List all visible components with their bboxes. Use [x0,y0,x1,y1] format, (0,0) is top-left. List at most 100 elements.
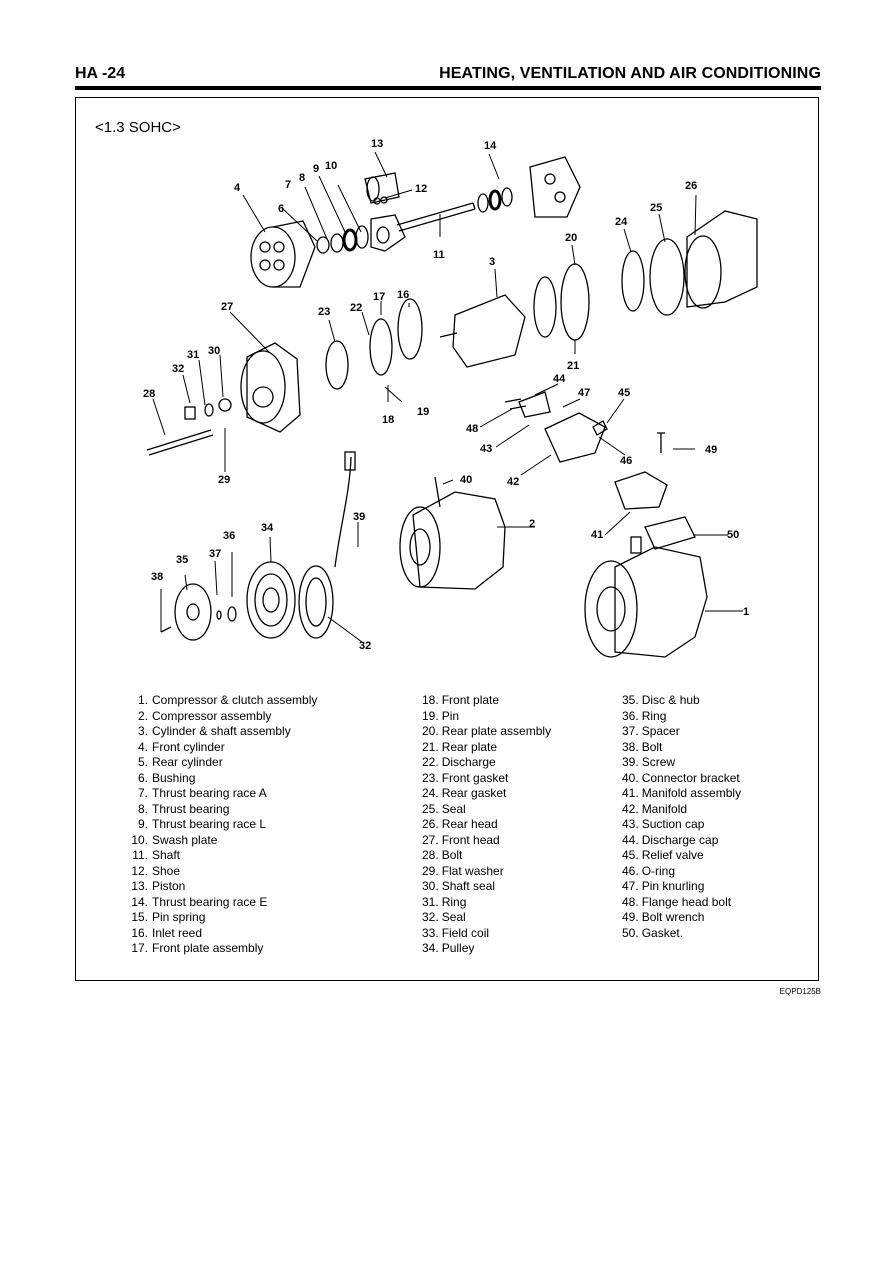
parts-list-item: 2.Compressor assembly [137,708,272,723]
parts-list-column-1: 1.Compressor & clutch assembly 2.Compres… [126,693,317,957]
parts-list-item: 1.Compressor & clutch assembly [137,693,318,707]
callout-46: 46 [620,455,632,467]
callout-32-upper: 32 [172,363,184,375]
callout-40: 40 [460,474,472,486]
section-title: HEATING, VENTILATION AND AIR CONDITIONIN… [439,65,821,82]
callout-39: 39 [353,511,365,523]
page-header: HA -24 HEATING, VENTILATION AND AIR COND… [75,62,821,88]
callout-4: 4 [234,182,241,194]
callout-45: 45 [618,387,630,399]
parts-list-item: 50.Gasket. [622,925,684,940]
callout-47: 47 [578,387,590,399]
parts-list-item: 35.Disc & hub [622,693,700,707]
callout-6: 6 [278,203,284,215]
callout-29: 29 [218,474,230,486]
parts-list-item: 48.Flange head bolt [622,894,732,909]
callout-50: 50 [727,529,739,541]
parts-list-item: 42.Manifold [622,801,688,816]
image-code: EQPD125B [779,987,821,996]
parts-list-item: 8.Thrust bearing [137,801,230,816]
callout-3: 3 [489,256,495,268]
header-rule [75,86,821,90]
parts-list-item: 44.Discharge cap [622,832,719,847]
parts-list-item: 23.Front gasket [422,770,509,785]
callout-34: 34 [261,522,274,534]
parts-list-item: 15.Pin spring [131,910,206,924]
callout-35: 35 [176,554,188,566]
parts-list-item: 40.Connector bracket [622,770,740,785]
parts-list-item: 27.Front head [422,832,500,847]
callout-21: 21 [567,360,579,372]
parts-list-item: 32.Seal [422,910,466,924]
parts-list-item: 11.Shaft [132,848,181,862]
callout-38: 38 [151,571,163,583]
callout-14: 14 [484,140,497,152]
parts-list-item: 19.Pin [422,708,460,723]
callout-41: 41 [591,529,603,541]
figure-frame [75,97,819,981]
callout-11: 11 [433,249,445,261]
parts-list-item: 43.Suction cap [622,817,705,831]
front-cylinder-drawing [250,220,316,288]
callout-10: 10 [325,160,337,172]
parts-list-item: 16.Inlet reed [131,925,203,940]
callout-8: 8 [299,172,305,184]
page-number: HA -24 [75,65,126,82]
callout-43: 43 [480,443,492,455]
parts-list-item: 34.Pulley [422,941,475,955]
parts-list-item: 10.Swash plate [131,832,218,847]
callout-32-lower: 32 [359,640,371,652]
figure-label: <1.3 SOHC> [95,119,181,136]
parts-list-item: 22.Discharge [422,755,496,769]
parts-list-item: 5.Rear cylinder [137,755,223,769]
callout-18: 18 [382,414,394,426]
callout-9: 9 [313,163,319,175]
exploded-view-diagram: 13 14 9 10 8 7 12 4 6 11 26 25 24 20 3 2… [143,138,758,658]
parts-list-item: 38.Bolt [622,739,663,754]
callout-37: 37 [209,548,221,560]
callout-16: 16 [397,289,409,301]
callout-13: 13 [371,138,383,150]
parts-list-item: 25.Seal [422,801,466,816]
parts-list-item: 20.Rear plate assembly [422,724,552,738]
callout-31: 31 [187,349,199,361]
parts-list-item: 6.Bushing [137,770,196,785]
parts-list-item: 14.Thrust bearing race E [131,894,268,909]
callout-labels: 13 14 9 10 8 7 12 4 6 11 26 25 24 20 3 2… [143,138,749,652]
parts-list-item: 33.Field coil [422,925,490,940]
parts-list-item: 21.Rear plate [422,739,498,754]
callout-7: 7 [285,179,291,191]
parts-list-item: 4.Front cylinder [137,739,225,754]
parts-list-item: 24.Rear gasket [422,786,507,800]
parts-list-column-3: 35.Disc & hub 36.Ring 37.Spacer 38.Bolt … [622,693,741,941]
callout-44: 44 [553,373,566,385]
callout-27: 27 [221,301,233,313]
callout-19: 19 [417,406,429,418]
callout-20: 20 [565,232,577,244]
parts-list-item: 41.Manifold assembly [622,786,742,800]
parts-list-item: 28.Bolt [422,848,463,862]
callout-30: 30 [208,345,220,357]
callout-28: 28 [143,388,155,400]
parts-list-column-2: 18.Front plate 19.Pin 20.Rear plate asse… [422,693,551,957]
parts-list-item: 9.Thrust bearing race L [137,817,267,831]
parts-list-item: 47.Pin knurling [622,879,705,893]
callout-1: 1 [743,606,749,618]
parts-list-item: 29.Flat washer [422,863,504,878]
parts-list-item: 37.Spacer [622,724,680,738]
parts-list-item: 45.Relief valve [622,848,704,862]
parts-list-item: 7.Thrust bearing race A [137,786,267,800]
parts-list-item: 12.Shoe [131,863,181,878]
parts-list-item: 3.Cylinder & shaft assembly [137,724,291,738]
callout-12: 12 [415,183,427,195]
callout-17: 17 [373,291,385,303]
callout-49: 49 [705,444,717,456]
parts-list-item: 46.O-ring [622,863,676,878]
callout-24: 24 [615,216,628,228]
callout-23: 23 [318,306,330,318]
parts-list-item: 30.Shaft seal [422,879,496,893]
parts-list-item: 17.Front plate assembly [131,941,264,955]
callout-48: 48 [466,423,478,435]
parts-list-item: 18.Front plate [422,693,500,707]
parts-list-item: 26.Rear head [422,817,498,831]
